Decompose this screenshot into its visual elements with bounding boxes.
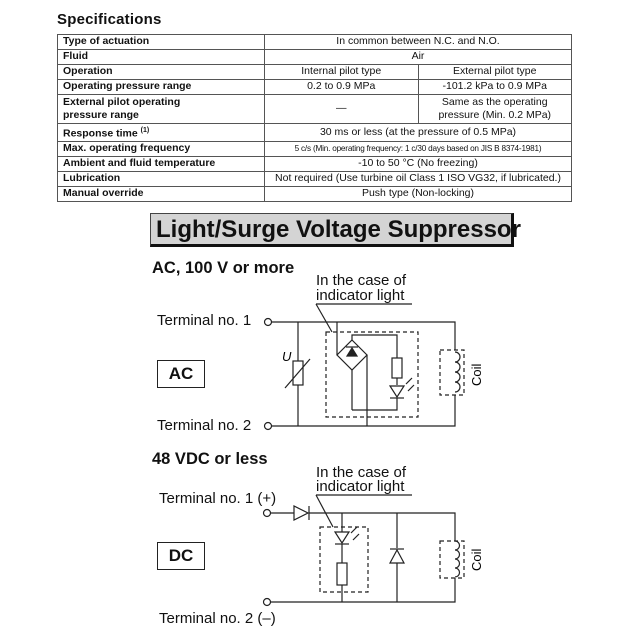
ac-terminal-1-icon [263,317,273,327]
ac-led-ray-2 [407,384,415,392]
ac-terminal-2-icon [263,421,273,431]
ac-indicator-note-line1: In the case of [316,272,407,289]
dc-indicator-note-line2: indicator light [316,478,405,495]
dc-section-title: 48 VDC or less [152,450,268,468]
row-value-line1: Same as the operating [441,95,548,108]
dc-terminal-1-label: Terminal no. 1 (+) [159,490,277,507]
ac-bridge-top-wire [351,334,398,358]
ac-section-title: AC, 100 V or more [152,259,295,277]
row-label-line2: pressure range [63,109,139,121]
table-row: Type of actuation In common between N.C.… [57,34,572,50]
section-banner: Light/Surge Voltage Suppressor [150,213,521,247]
dc-coil-box [439,540,465,579]
row-label: External pilot operating pressure range [57,94,265,124]
footnote-marker: (1) [140,127,150,134]
row-label-text: Response time [63,127,138,140]
row-value: 30 ms or less (at the pressure of 0.5 MP… [264,123,572,142]
table-row: Operating pressure range 0.2 to 0.9 MPa … [57,79,572,95]
ac-indicator-note-line2: indicator light [316,287,405,304]
table-row: External pilot operating pressure range … [57,94,572,124]
ac-varistor-label: U [282,349,292,364]
dc-coil-label: Coil [469,548,484,571]
dc-led-ray-1 [350,526,358,534]
dc-terminal-1-icon [262,508,272,518]
ac-terminal-1-label: Terminal no. 1 [157,312,252,329]
row-label: Manual override [57,186,265,202]
dc-top-rail [309,512,456,541]
specifications-heading: Specifications [57,11,162,28]
ac-coil-label: Coil [469,363,484,386]
table-row: Max. operating frequency 5 c/s (Min. ope… [57,141,572,157]
row-value: Push type (Non-locking) [264,186,572,202]
ac-coil-box [439,349,465,396]
dc-circuit [262,494,465,607]
ac-bridge-diode-icon [345,346,359,357]
dc-type-label: DC [157,542,205,570]
dc-resistor-icon [336,562,348,586]
dc-freewheel-diode-icon [388,548,406,564]
dc-note-leader [315,494,334,528]
table-row: Lubrication Not required (Use turbine oi… [57,171,572,187]
ac-note-leader [315,303,333,333]
dc-indicator-box [319,526,369,593]
ac-led-return-wire [352,398,398,411]
dc-series-diode-icon [293,505,310,521]
row-label-line1: External pilot operating [63,95,181,108]
specifications-table: Type of actuation In common between N.C.… [57,34,572,202]
ac-terminal-2-label: Terminal no. 2 [157,417,252,434]
dc-led-icon [333,531,351,545]
row-label: Response time (1) [57,123,265,142]
ac-circuit [263,303,465,431]
dc-led-ray-2 [352,533,360,541]
ac-varistor-slash [284,358,311,389]
row-value-internal: — [264,94,419,124]
dc-terminal-2-label: Terminal no. 2 (–) [159,610,276,627]
row-value-external: Same as the operating pressure (Min. 0.2… [417,94,572,124]
ac-top-rail [271,321,456,350]
dc-coil-icon [454,540,461,578]
ac-led-icon [388,385,406,399]
dc-terminal-2-icon [262,597,272,607]
table-row: Response time (1) 30 ms or less (at the … [57,123,572,142]
ac-indicator-box [325,331,419,418]
dc-indicator-note-line1: In the case of [316,464,407,481]
ac-resistor-icon [391,357,403,379]
table-row: Manual override Push type (Non-locking) [57,186,572,202]
table-row: Operation Internal pilot type External p… [57,64,572,80]
ac-led-ray-1 [405,377,413,385]
ac-type-label: AC [157,360,205,388]
dc-bottom-rail [270,578,456,603]
ac-bottom-rail [271,395,456,427]
row-value-line2: pressure (Min. 0.2 MPa) [438,109,552,121]
ac-coil-icon [454,351,461,393]
